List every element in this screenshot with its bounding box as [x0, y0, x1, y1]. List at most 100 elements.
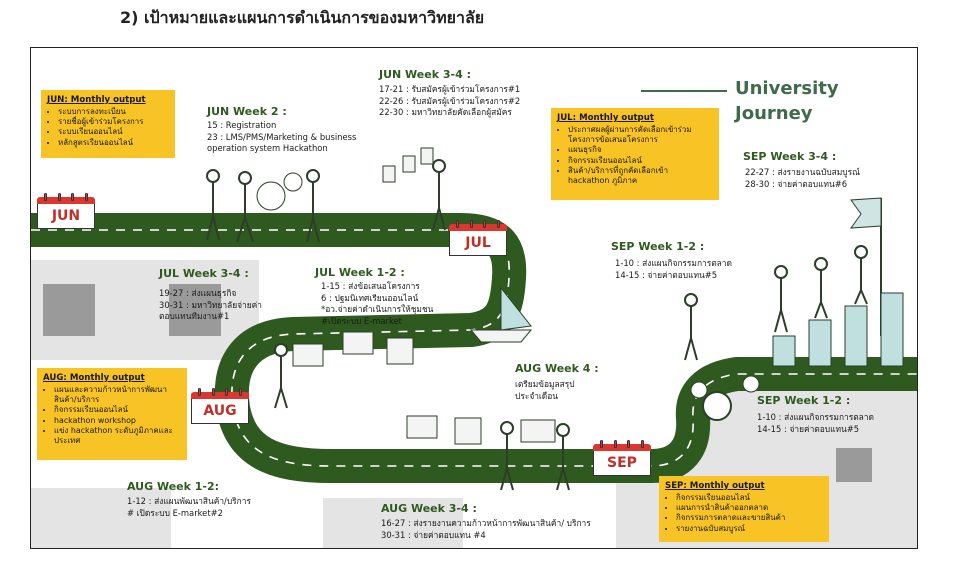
sep-box-item: รายงานฉบับสมบูรณ์ [676, 524, 823, 534]
jul-box-item: ประกาศผลผู้ผ่านการคัดเลือกเข้าร่วม [568, 125, 713, 135]
presentation-boards [256, 147, 760, 445]
sail [500, 286, 532, 331]
week-line: # เปิดระบบ E-market#2 [127, 507, 223, 518]
jun-monthly-output-box: JUN: Monthly output ระบบการลงทะเบียน ราย… [41, 90, 175, 158]
sep-week12-text-lower: 1-10 : ส่งแผนกิจกรรมการตลาด 14-15 : จ่าย… [757, 412, 874, 435]
week-line: 23 : LMS/PMS/Marketing & business [207, 131, 357, 142]
jun-box-item: หลักสูตรเรียนออนไลน์ [58, 138, 169, 148]
sep-week12-title-upper: SEP Week 1-2 : [611, 240, 705, 253]
sep-week12-text-upper: 1-10 : ส่งแผนกิจกรรมการตลาด 14-15 : จ่าย… [615, 258, 732, 281]
journey-title-line2: Journey [735, 103, 813, 124]
jul-box-item: โครงการข้อเสนอโครงการ [568, 135, 658, 145]
podium-bar [844, 305, 868, 367]
aug-box-title: AUG: Monthly output [43, 373, 145, 383]
page-heading: 2) เป้าหมายและแผนการดำเนินการของมหาวิทยา… [120, 8, 485, 27]
gray-block [43, 284, 95, 336]
calendar-jun-label: JUN [37, 204, 95, 229]
week-line: operation system Hackathon [207, 143, 328, 153]
calendar-sep: SEP [593, 440, 651, 476]
week-line: 1-15 : ส่งข้อเสนอโครงการ [321, 281, 420, 291]
journey-title-line [641, 90, 727, 92]
week-line: 14-15 : จ่ายค่าตอบแทน#5 [615, 269, 718, 280]
week-line: 6 : ปฐมนิเทศเรียนออนไลน์ [321, 292, 419, 303]
jul-week34-title: JUL Week 3-4 : [159, 267, 249, 280]
jun-week34-text: 17-21 : รับสมัครผู้เข้าร่วมโครงการ#1 22-… [379, 84, 520, 119]
sep-box-item: กิจกรรมการตลาดและขายสินค้า [676, 513, 823, 523]
sep-monthly-output-box: SEP: Monthly output กิจกรรมเรียนออนไลน์ … [659, 476, 829, 542]
light-block [323, 498, 463, 548]
week-line: 15 : Registration [207, 120, 277, 130]
week-line: 14-15 : จ่ายค่าตอบแทน#5 [757, 423, 860, 434]
light-block [31, 488, 171, 548]
week-line: 17-21 : รับสมัครผู้เข้าร่วมโครงการ#1 [379, 84, 521, 94]
jun-week34-title: JUN Week 3-4 : [379, 68, 471, 81]
sep-week12-title-lower: SEP Week 1-2 : [757, 394, 851, 407]
sep-week34-text: 22-27 : ส่งรายงานฉบับสมบูรณ์ 28-30 : จ่า… [745, 167, 860, 190]
week-line: 1-10 : ส่งแผนกิจกรรมการตลาด [757, 412, 874, 422]
aug-week34-text: 16-27 : ส่งรายงานความก้าวหน้าการพัฒนาสิน… [381, 518, 591, 541]
jun-week2-text: 15 : Registration 23 : LMS/PMS/Marketing… [207, 120, 356, 155]
week-line: ตอบแทนทีมงาน#1 [159, 311, 230, 321]
podium-bar [808, 319, 832, 367]
aug-box-item: hackathon workshop [54, 416, 181, 426]
sep-box-item: กิจกรรมเรียนออนไลน์ [676, 493, 823, 503]
week-line: 19-27 : ส่งแผนธุรกิจ [159, 288, 237, 298]
jul-box-title: JUL: Monthly output [557, 113, 654, 123]
aug-box-item: ประเทศ [54, 436, 81, 446]
aug-week34-title: AUG Week 3-4 : [381, 502, 477, 515]
week-line: ประจำเดือน [515, 390, 558, 401]
week-line: 16-27 : ส่งรายงานความก้าวหน้าการพัฒนาสิน… [381, 518, 591, 528]
jul-week12-text: 1-15 : ส่งข้อเสนอโครงการ 6 : ปฐมนิเทศเรี… [321, 281, 433, 327]
jul-box-item: แผนธุรกิจ [568, 145, 713, 155]
jun-box-item: รายชื่อผู้เข้าร่วมโครงการ [58, 117, 169, 127]
aug-monthly-output-box: AUG: Monthly output แผนและความก้าวหน้ากา… [37, 368, 187, 460]
jul-box-item: สินค้า/บริการที่ถูกคัดเลือกเข้า [568, 166, 713, 176]
week-line: 1-12 : ส่งแผนพัฒนาสินค้า/บริการ [127, 496, 251, 506]
aug-week4-text: เตรียมข้อมูลสรุป ประจำเดือน [515, 379, 575, 402]
journey-title: University Journey [735, 76, 839, 126]
week-line: 28-30 : จ่ายค่าตอบแทน#6 [745, 178, 848, 189]
jul-box-item: hackathon ภูมิภาค [568, 176, 638, 186]
aug-week12-title: AUG Week 1-2: [127, 480, 220, 493]
aug-box-item: สินค้า/บริการ [54, 395, 100, 405]
week-line: 1-10 : ส่งแผนกิจกรรมการตลาด [615, 258, 732, 268]
gray-block [836, 448, 872, 482]
boat [469, 329, 533, 343]
jun-box-item: ระบบเรียนออนไลน์ [58, 127, 169, 137]
podium-bar [880, 292, 904, 367]
week-line: 22-27 : ส่งรายงานฉบับสมบูรณ์ [745, 167, 860, 177]
journey-title-line1: University [735, 78, 839, 99]
calendar-jul-label: JUL [449, 231, 507, 256]
sep-box-item: แผนการนำสินค้าออกตลาด [676, 503, 823, 513]
calendar-aug: AUG [191, 388, 249, 424]
journey-infographic: University Journey JUN JUL AUG SEP JUN: … [30, 47, 918, 549]
jun-box-title: JUN: Monthly output [47, 95, 146, 105]
week-line: 22-30 : มหาวิทยาลัยคัดเลือกผู้สมัคร [379, 107, 512, 117]
week-line: 30-31 : มหาวิทยาลัยจ่ายค่า [159, 299, 262, 310]
week-line: 30-31 : จ่ายค่าตอบแทน #4 [381, 529, 486, 540]
aug-box-item: แผนและความก้าวหน้าการพัฒนา [54, 385, 181, 395]
podium-bar [772, 335, 796, 367]
jul-box-item: กิจกรรมเรียนออนไลน์ [568, 156, 713, 166]
jul-week34-text: 19-27 : ส่งแผนธุรกิจ 30-31 : มหาวิทยาลัย… [159, 288, 262, 323]
aug-week12-text: 1-12 : ส่งแผนพัฒนาสินค้า/บริการ # เปิดระ… [127, 496, 251, 519]
sep-week34-title: SEP Week 3-4 : [743, 150, 837, 163]
aug-week4-title: AUG Week 4 : [515, 362, 599, 375]
aug-box-item: กิจกรรมเรียนออนไลน์ [54, 405, 181, 415]
aug-box-item: แข่ง hackathon ระดับภูมิภาคและ [54, 426, 181, 436]
jul-week12-title: JUL Week 1-2 : [315, 266, 405, 279]
sep-box-title: SEP: Monthly output [665, 481, 765, 491]
gray-block [169, 284, 221, 336]
calendar-aug-label: AUG [191, 399, 249, 424]
week-line: *อว.จ่ายค่าดำเนินการให้ชุมชน [321, 304, 434, 314]
calendar-jul: JUL [449, 220, 507, 256]
week-line: 22-26 : รับสมัครผู้เข้าร่วมโครงการ#2 [379, 95, 521, 106]
jul-monthly-output-box: JUL: Monthly output ประกาศผลผู้ผ่านการคั… [551, 108, 719, 200]
flag [849, 197, 882, 229]
week-line: เตรียมข้อมูลสรุป [515, 379, 575, 389]
people-figures [206, 159, 868, 491]
jun-week2-title: JUN Week 2 : [207, 105, 287, 118]
calendar-sep-label: SEP [593, 451, 651, 476]
week-line: #เปิดระบบ E-market [321, 315, 402, 326]
calendar-jun: JUN [37, 193, 95, 229]
